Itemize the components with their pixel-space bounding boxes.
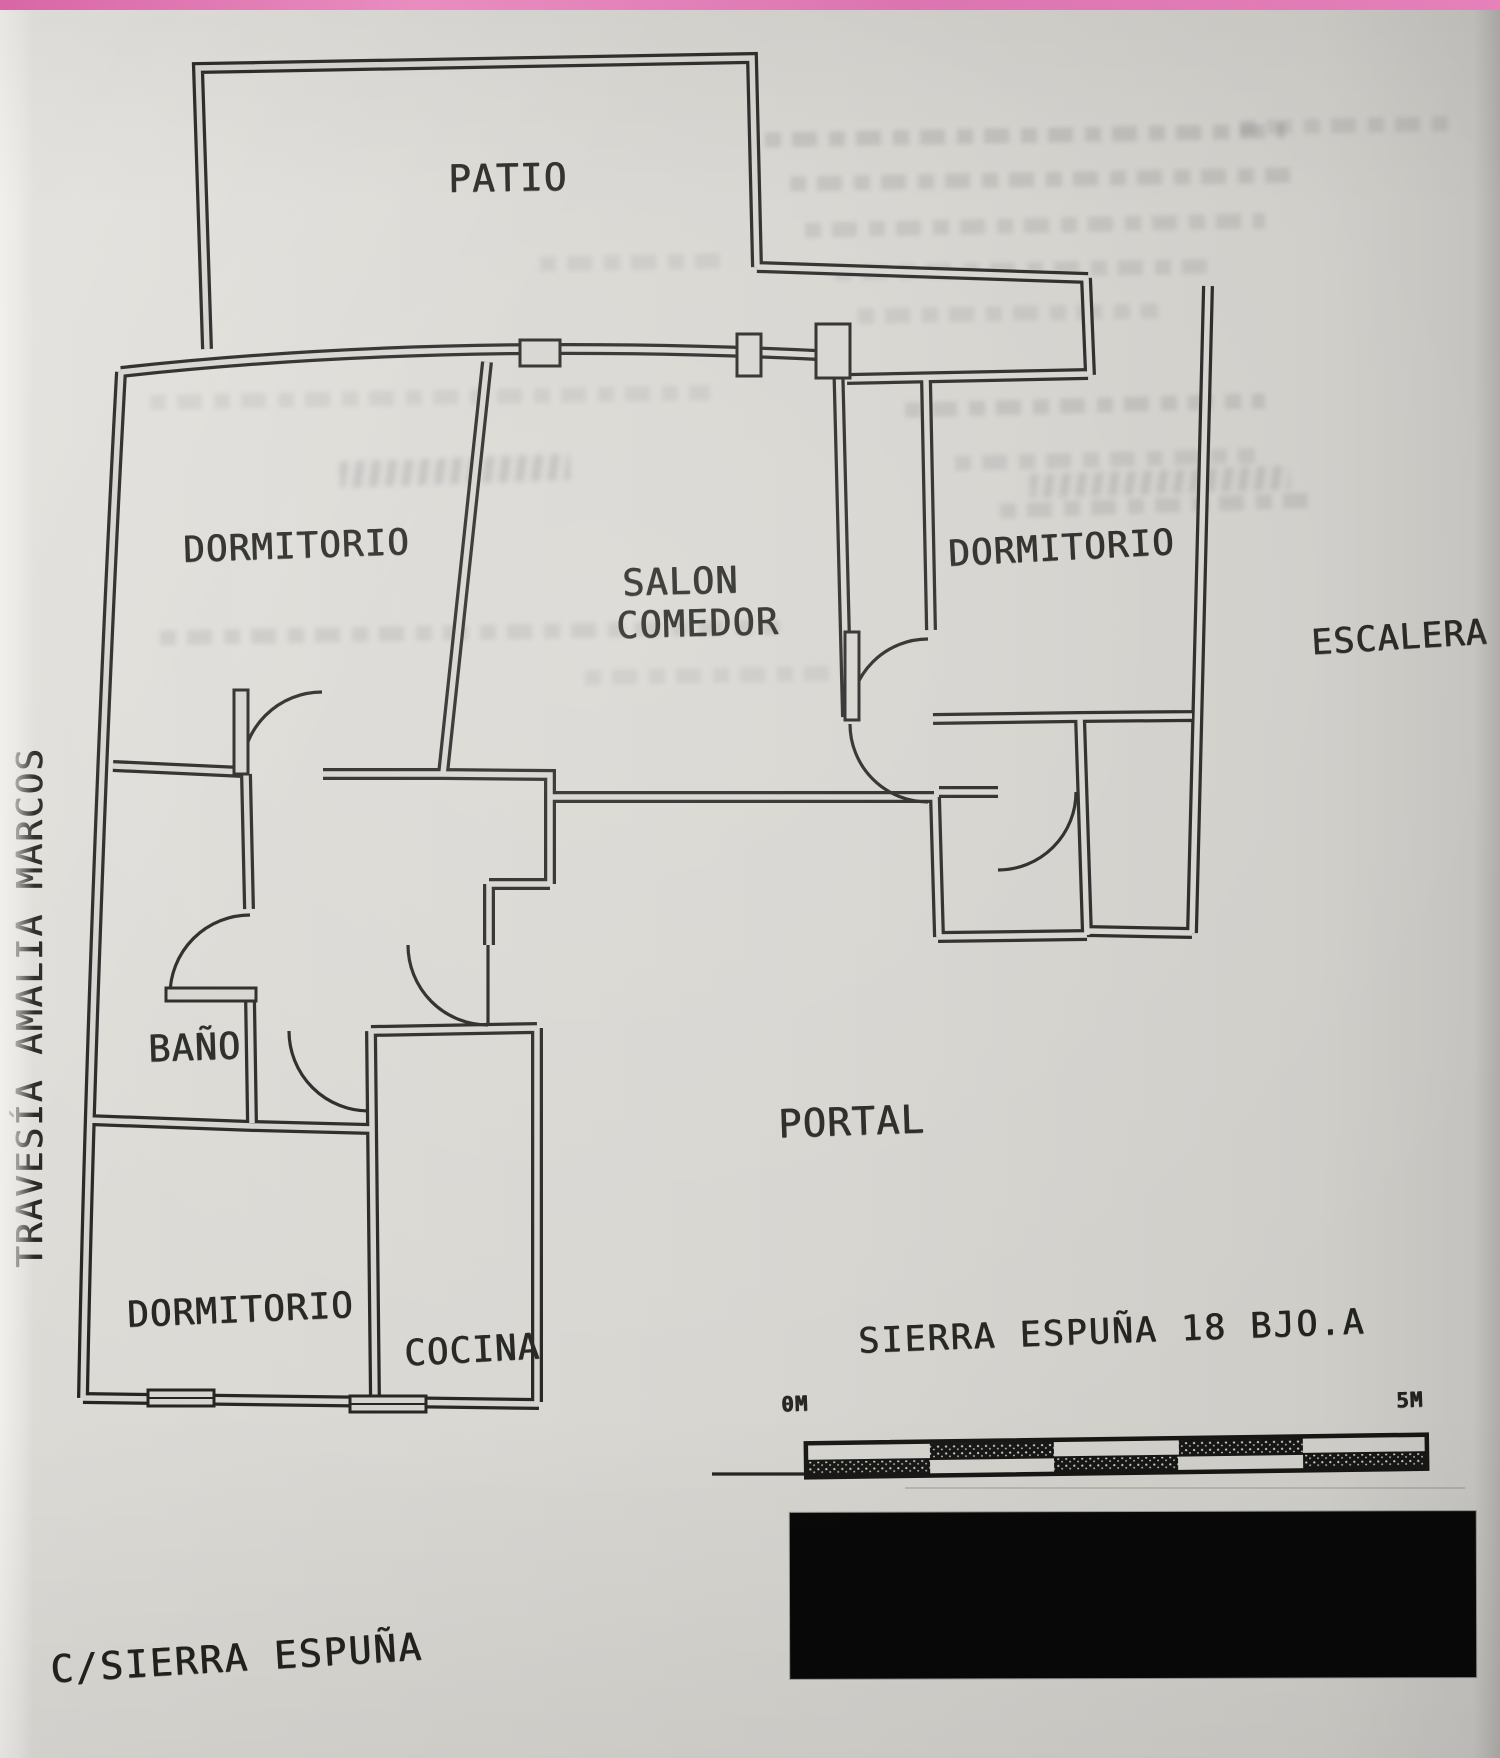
paper-crease (905, 1487, 1465, 1489)
room-label-cocina: COCINA (403, 1326, 542, 1375)
redaction-box (789, 1511, 1477, 1679)
scale-label-left: 0M (780, 1391, 809, 1417)
page-curl-left (0, 0, 34, 1758)
room-label-salon-line1: SALON (621, 558, 739, 605)
room-label-patio: PATIO (447, 154, 568, 202)
room-label-portal: PORTAL (777, 1097, 926, 1148)
page-edge-right (1474, 0, 1500, 1758)
room-label-dormitorio-top-left: DORMITORIO (182, 522, 411, 571)
scale-label-right: 5M (1395, 1387, 1424, 1413)
room-label-bano: BAÑO (147, 1024, 242, 1071)
door-arcs (168, 637, 1078, 1476)
room-label-salon-line2: COMEDOR (615, 599, 780, 648)
scale-bar (803, 1432, 1430, 1480)
pink-top-strip (0, 0, 1500, 10)
door-panels-and-windows (146, 322, 861, 1414)
